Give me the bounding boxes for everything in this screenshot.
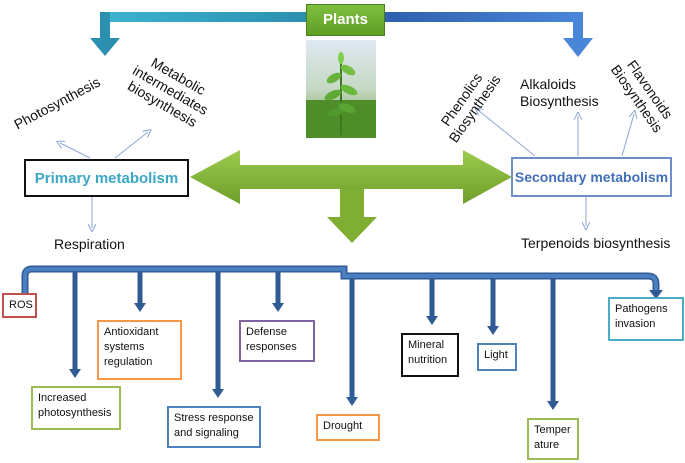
secondary-output-arrows xyxy=(478,110,634,226)
stress-bus xyxy=(21,265,660,294)
drop-arrowhead xyxy=(134,303,146,312)
stress-box-temperature: Temper ature xyxy=(527,418,579,460)
bus-end-arrowhead xyxy=(649,290,663,299)
blue-arrow-to-secondary xyxy=(383,12,593,57)
stress-label: Increased photosynthesis xyxy=(38,392,112,419)
alkaloids-label: Alkaloids Biosynthesis xyxy=(520,76,599,109)
plant-image xyxy=(306,40,376,138)
stress-box-antioxidant: Antioxidant systems regulation xyxy=(97,320,182,380)
secondary-metabolism-box: Secondary metabolism xyxy=(511,157,672,197)
stress-box-mineral-nutrition: Mineral nutrition xyxy=(401,333,459,377)
stress-box-ros: ROS xyxy=(2,293,37,318)
stress-drop-arrows xyxy=(69,272,663,410)
stress-label: Stress response and signaling xyxy=(174,412,254,439)
green-double-arrow xyxy=(190,150,512,243)
primary-metabolism-box: Primary metabolism xyxy=(24,159,189,197)
plant-illustration xyxy=(306,40,376,138)
stress-label: Defense responses xyxy=(246,326,297,353)
stress-label: Pathogens invasion xyxy=(615,303,668,330)
stress-box-pathogens: Pathogens invasion xyxy=(608,297,684,341)
drop-arrowhead xyxy=(487,326,499,335)
primary-output-arrows xyxy=(60,132,148,228)
drop-arrowhead xyxy=(212,389,224,398)
respiration-label: Respiration xyxy=(54,236,125,252)
stress-box-drought: Drought xyxy=(316,414,380,441)
stress-box-light: Light xyxy=(477,343,517,371)
plants-title: Plants xyxy=(306,4,385,36)
stress-box-defense: Defense responses xyxy=(239,320,315,362)
drop-arrowhead xyxy=(272,303,284,312)
drop-arrowhead xyxy=(426,316,438,325)
drop-arrowhead xyxy=(69,369,81,378)
stress-box-increased-photosynthesis: Increased photosynthesis xyxy=(31,386,121,430)
stress-box-stress-response: Stress response and signaling xyxy=(167,406,261,448)
stress-label: Temper ature xyxy=(534,424,571,451)
stress-label: Mineral nutrition xyxy=(408,339,448,366)
drop-arrowhead xyxy=(547,401,559,410)
teal-arrow-to-primary xyxy=(90,12,306,56)
terpenoids-label: Terpenoids biosynthesis xyxy=(521,235,671,251)
drop-arrowhead xyxy=(346,397,358,406)
stress-label: Antioxidant systems regulation xyxy=(104,326,159,368)
